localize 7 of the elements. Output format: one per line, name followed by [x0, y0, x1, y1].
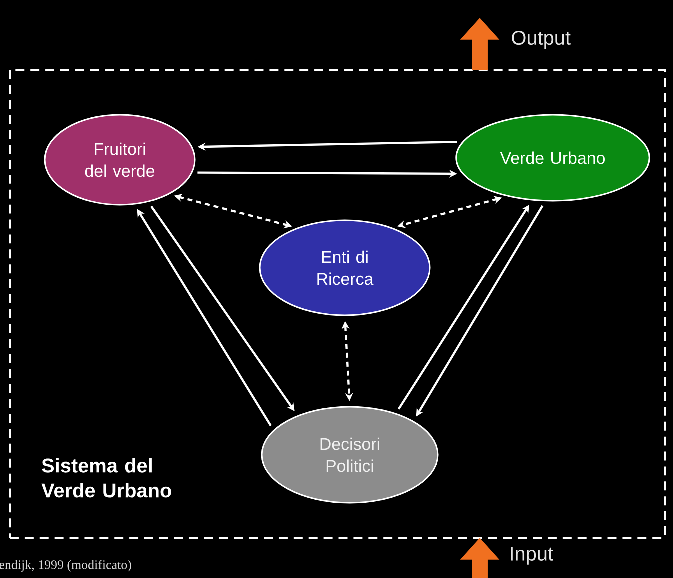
edge-label: Output — [512, 30, 571, 50]
ellipse-node: Enti di Ricerca — [259, 220, 431, 316]
ellipse-node: Decisori Politici — [261, 406, 439, 504]
citation: endijk, 1999 (modificato) — [0, 560, 132, 572]
edge-label: Input — [511, 547, 554, 565]
ellipse-node: Fruitori del verde — [44, 114, 196, 206]
ellipse-node: Verde Urbano — [456, 114, 650, 202]
